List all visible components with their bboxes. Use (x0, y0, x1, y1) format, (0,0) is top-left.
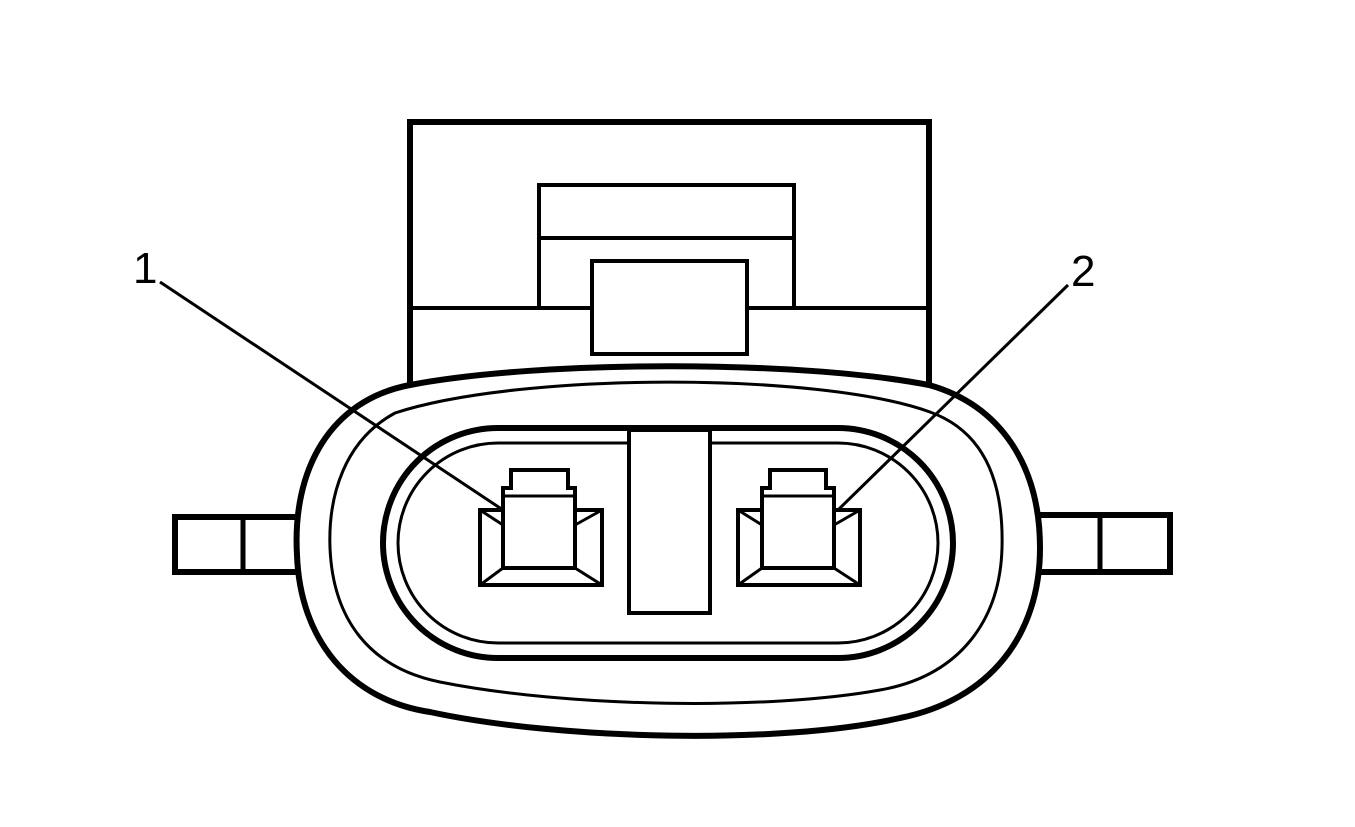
callout-1-label: 1 (133, 244, 157, 293)
terminal-1 (478, 468, 604, 587)
callout-2-label: 2 (1071, 247, 1095, 296)
callout-1-leader (159, 280, 504, 512)
callout-2-leader (836, 283, 1070, 512)
connector-inner-seal (328, 380, 1004, 705)
latch-housing (407, 119, 932, 385)
right-mounting-tab (1032, 512, 1173, 575)
center-divider (627, 428, 712, 615)
left-mounting-tab (172, 514, 306, 575)
terminal-2 (736, 468, 862, 587)
